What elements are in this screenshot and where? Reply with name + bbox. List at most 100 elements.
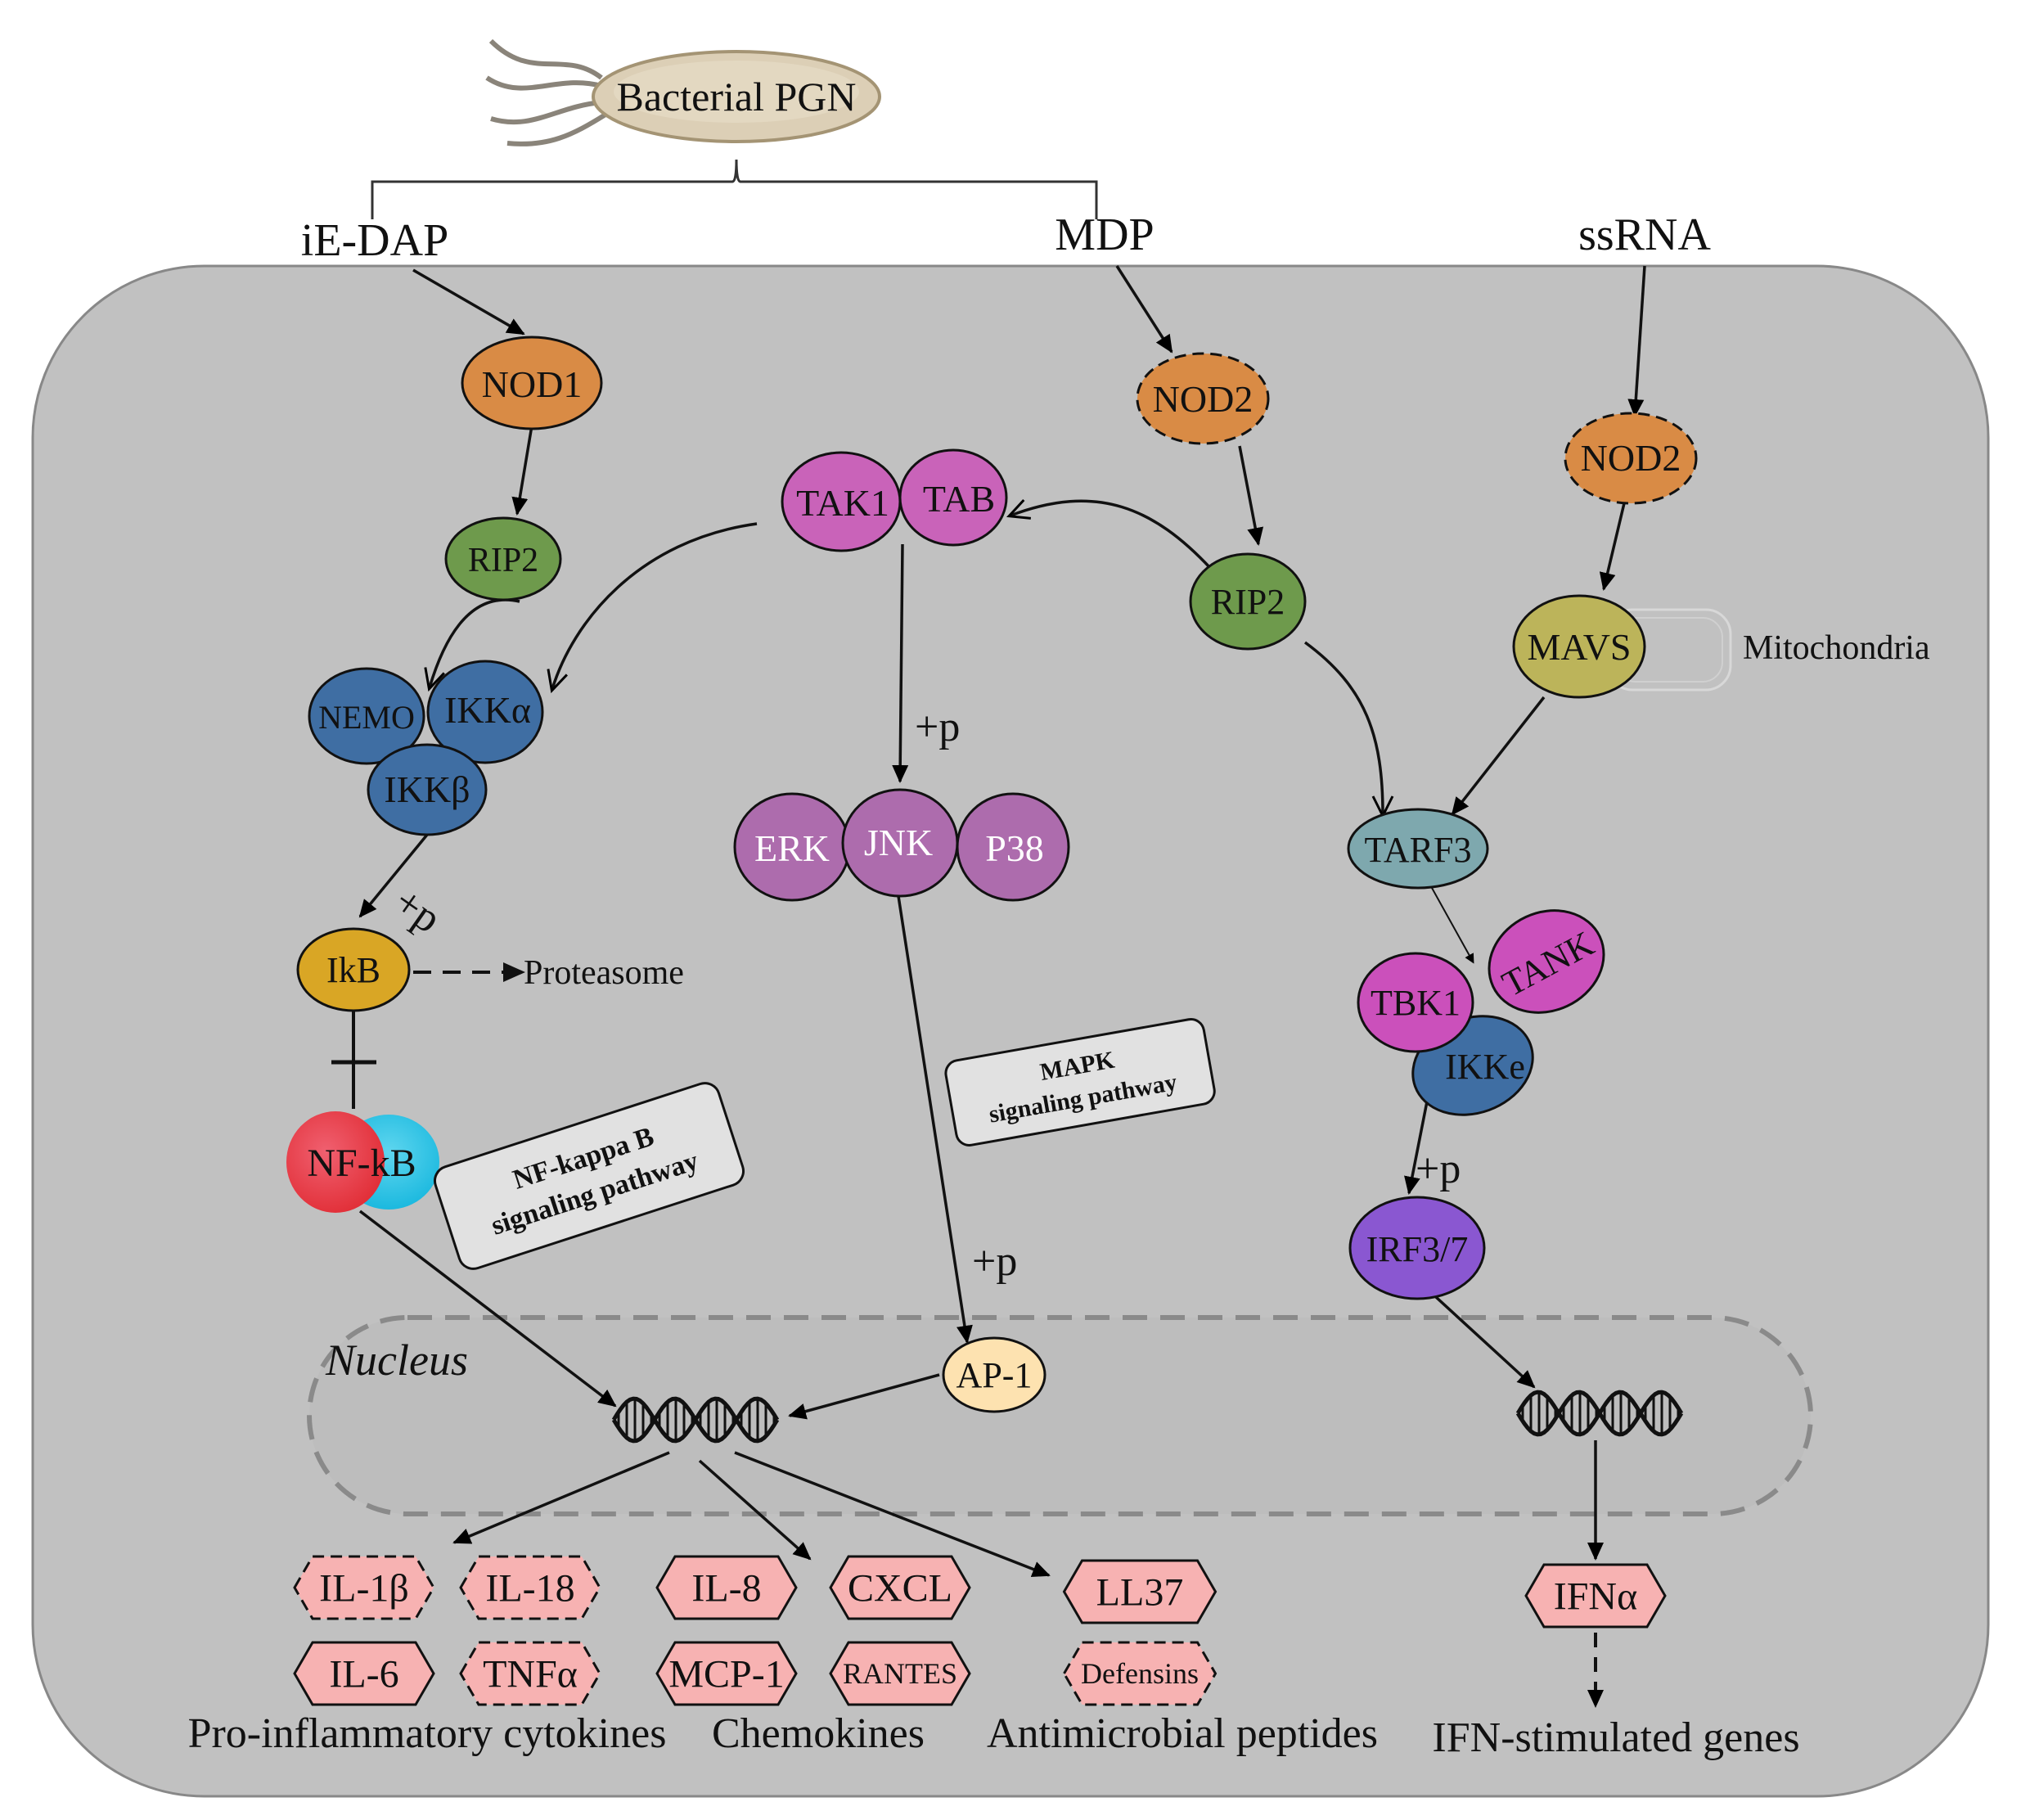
svg-text:NF-kB: NF-kB: [307, 1142, 416, 1185]
arrow-dna-amp: [734, 1451, 1051, 1578]
product-il18: IL-18: [459, 1555, 601, 1620]
rip2-left-node: RIP2: [444, 516, 562, 601]
nucleus-label: Nucleus: [325, 1336, 468, 1385]
erk-label: ERK: [754, 827, 830, 869]
arrow-rip2-tarf3: [1303, 641, 1394, 819]
arrow-ap1-dna: [788, 1373, 940, 1420]
product-cxcl: CXCL: [829, 1555, 971, 1620]
product-label-il18: IL-18: [485, 1566, 574, 1610]
product-ifna: IFNα: [1524, 1563, 1667, 1629]
product-defensins: Defensins: [1062, 1641, 1218, 1706]
arrow-dna-chemokines: [698, 1459, 812, 1561]
chemokines-label: Chemokines: [712, 1710, 925, 1757]
product-il6: IL-6: [293, 1641, 435, 1706]
phospho-label-irf: +p: [1416, 1146, 1461, 1192]
ssrna-label: ssRNA: [1578, 209, 1711, 260]
arrow-nod2-mavs: [1599, 502, 1626, 591]
product-label-rantes: RANTES: [843, 1657, 957, 1690]
antimicrobial-label: Antimicrobial peptides: [987, 1710, 1378, 1757]
arrow-tarf3-tbk: [1431, 887, 1474, 964]
product-il8: IL-8: [655, 1555, 798, 1620]
dna-icon-right: [1515, 1390, 1684, 1437]
mavs-node: MAVS: [1512, 594, 1646, 699]
product-il1b: IL-1β: [293, 1555, 435, 1620]
svg-text:AP-1: AP-1: [956, 1355, 1033, 1395]
arrow-mavs-tarf3: [1451, 696, 1546, 816]
nod2-middle-node: NOD2: [1136, 352, 1270, 445]
nod2-right-node: NOD2: [1564, 412, 1698, 505]
svg-text:RIP2: RIP2: [1211, 582, 1285, 622]
arrow-dna-cytokines: [452, 1451, 670, 1544]
product-label-tnfa: TNFα: [483, 1652, 578, 1696]
p38-label: P38: [985, 827, 1044, 869]
phospho-label-mapk: +p: [915, 704, 960, 750]
bacterium-icon: [485, 38, 881, 146]
arrow-ikk-ikb: [358, 833, 429, 918]
svg-text:NOD2: NOD2: [1153, 378, 1254, 420]
product-label-il8: IL-8: [691, 1566, 761, 1610]
arrow-nod1-rip2: [511, 425, 533, 516]
ifn-genes-label: IFN-stimulated genes: [1432, 1714, 1799, 1761]
tarf3-node: TARF3: [1347, 808, 1489, 890]
mapk-pathway-box: MAPK signaling pathway: [944, 1018, 1216, 1147]
proteasome-arrowhead: [503, 962, 525, 982]
svg-text:IkB: IkB: [326, 950, 380, 990]
tab-label: TAB: [923, 478, 995, 520]
product-label-il1b: IL-1β: [319, 1566, 409, 1610]
product-rantes: RANTES: [829, 1641, 971, 1706]
nfkb-node: NF-kB: [286, 1111, 439, 1213]
ikkb-label: IKKβ: [384, 768, 470, 810]
ie-dap-label: iE-DAP: [301, 215, 448, 266]
mapk-complex: ERK JNK P38: [733, 788, 1070, 902]
ikb-node: IkB: [296, 927, 411, 1012]
svg-text:TARF3: TARF3: [1365, 830, 1472, 870]
arrow-tak-mapk: [892, 543, 909, 783]
mitochondria-label: Mitochondria: [1743, 629, 1930, 667]
ikka-label: IKKα: [444, 689, 531, 731]
arrow-mapk-ap1: [897, 895, 973, 1344]
nucleus-boundary: [307, 1315, 1813, 1516]
product-label-defensins: Defensins: [1081, 1657, 1199, 1690]
proteasome-label: Proteasome: [524, 954, 684, 992]
arrow-mdp-nod2: [1115, 265, 1173, 354]
product-label-cxcl: CXCL: [848, 1566, 952, 1610]
product-label-mcp1: MCP-1: [668, 1652, 784, 1696]
product-label-il6: IL-6: [329, 1652, 398, 1696]
svg-text:RIP2: RIP2: [468, 542, 538, 579]
arrow-nfkb-dna: [358, 1210, 617, 1408]
product-label-ifna: IFNα: [1554, 1574, 1638, 1618]
arrow-iedap-nod1: [412, 268, 525, 336]
tak1-label: TAK1: [796, 482, 889, 524]
product-mcp1: MCP-1: [655, 1641, 798, 1706]
phospho-label-ap1: +p: [972, 1238, 1017, 1285]
svg-text:IRF3/7: IRF3/7: [1366, 1229, 1469, 1269]
tak-tab-complex: TAK1 TAB: [781, 448, 1008, 552]
svg-text:NOD1: NOD1: [482, 363, 583, 405]
jnk-label: JNK: [864, 822, 933, 863]
bacterial-pgn-label: Bacterial PGN: [617, 74, 857, 119]
arrow-tak1-ikk: [547, 522, 758, 694]
mdp-label: MDP: [1055, 209, 1154, 260]
product-label-ll37: LL37: [1096, 1570, 1184, 1614]
pgn-bracket: [371, 159, 1098, 219]
dna-icon-left: [611, 1396, 780, 1444]
svg-text:NOD2: NOD2: [1581, 437, 1681, 479]
product-ll37: LL37: [1062, 1559, 1218, 1624]
rip2-right-node: RIP2: [1189, 552, 1307, 651]
arrow-ssrna-nod2: [1627, 265, 1646, 417]
pro-inflammatory-label: Pro-inflammatory cytokines: [188, 1710, 667, 1757]
arrow-rip2-tak: [1006, 498, 1213, 570]
product-tnfa: TNFα: [459, 1641, 601, 1706]
arrow-irf-dna: [1434, 1295, 1536, 1389]
ap1-node: AP-1: [942, 1336, 1047, 1413]
svg-text:MAVS: MAVS: [1528, 626, 1632, 668]
nemo-label: NEMO: [318, 699, 415, 736]
tbk-complex: TANK IKKe TBK1: [1357, 909, 1605, 1116]
ikk-complex: NEMO IKKα IKKβ: [308, 660, 544, 836]
ikke-label: IKKe: [1445, 1047, 1525, 1087]
irf37-node: IRF3/7: [1348, 1196, 1486, 1300]
nod1-node: NOD1: [461, 336, 603, 430]
tbk1-label: TBK1: [1371, 983, 1461, 1023]
arrow-nod2-rip2: [1238, 445, 1264, 546]
